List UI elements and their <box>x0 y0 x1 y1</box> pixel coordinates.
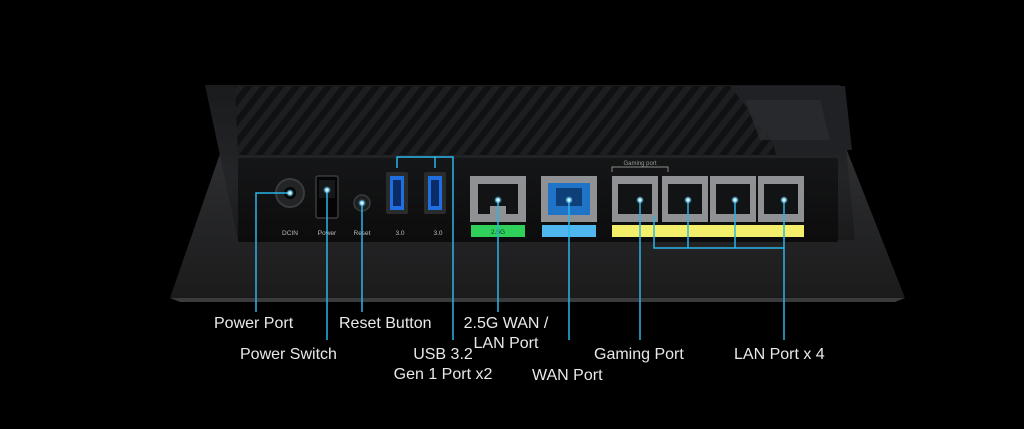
lan-port-3 <box>710 176 756 222</box>
usb2-silk-label: 3.0 <box>433 230 442 237</box>
label-gaming-port: Gaming Port <box>594 346 684 363</box>
usb1-silk-label: 3.0 <box>395 230 404 237</box>
label-usb-line1: USB 3.2 <box>413 346 473 363</box>
vent-grille <box>235 86 776 155</box>
usb-port-1 <box>386 172 408 214</box>
lan-port-4 <box>758 176 804 222</box>
label-lan-ports: LAN Port x 4 <box>734 346 825 363</box>
gaming-port-tag: Gaming port <box>623 161 656 167</box>
label-wan25-line2: LAN Port <box>473 335 539 352</box>
label-wan-port: WAN Port <box>532 367 603 384</box>
label-power-switch: Power Switch <box>240 346 337 363</box>
label-usb: USB 3.2 Gen 1 Port x2 <box>383 345 503 385</box>
dcin-silk-label: DCIN <box>282 230 298 237</box>
callout-glow-dots <box>286 186 788 207</box>
label-reset-button: Reset Button <box>339 315 432 332</box>
lan-color-strip <box>612 225 804 237</box>
label-power-port: Power Port <box>214 315 294 332</box>
label-wan25-line1: 2.5G WAN / <box>463 315 549 332</box>
usb-port-2 <box>424 172 446 214</box>
label-wan25: 2.5G WAN / LAN Port <box>456 314 556 354</box>
lan-port-1 <box>612 176 658 222</box>
label-usb-line2: Gen 1 Port x2 <box>393 366 493 383</box>
